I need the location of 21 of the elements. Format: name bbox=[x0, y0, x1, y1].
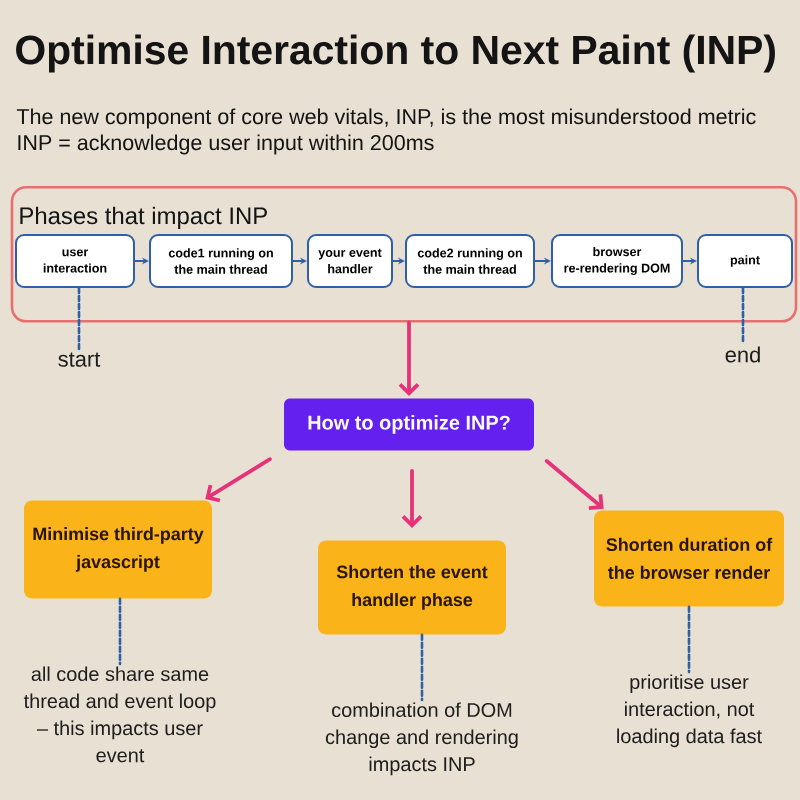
leader-line bbox=[420, 633, 424, 702]
note-text: prioritise user interaction, not loading data fast bbox=[617, 674, 762, 748]
arrow bbox=[205, 457, 272, 503]
leader-line bbox=[118, 597, 122, 666]
tip-box: Shorten duration of the browser render bbox=[594, 510, 784, 607]
subtitle-text: The new component of core web vitals, INP, is the most misunderstood metric bbox=[16, 108, 756, 129]
leader-line bbox=[741, 286, 745, 346]
tip-box: Shorten the event handler phase bbox=[318, 540, 506, 635]
arrow bbox=[398, 320, 420, 396]
note-text: combination of DOM change and rendering impacts INP bbox=[325, 702, 518, 776]
tip-box: Minimise third-party javascript bbox=[24, 500, 212, 599]
timeline-label: start bbox=[58, 352, 101, 367]
subtitle-text: INP = acknowledge user input within 200ms bbox=[18, 134, 434, 155]
question-box: How to optimize INP? bbox=[284, 398, 534, 451]
note-text: all code share same thread and event loop – this impacts user event bbox=[23, 666, 216, 763]
leader-line bbox=[77, 286, 81, 352]
timeline-label: end bbox=[725, 346, 760, 363]
arrow bbox=[401, 468, 423, 528]
leader-line bbox=[687, 605, 691, 674]
arrow bbox=[544, 459, 604, 511]
title: Optimise Interaction to Next Paint (INP) bbox=[16, 34, 775, 73]
